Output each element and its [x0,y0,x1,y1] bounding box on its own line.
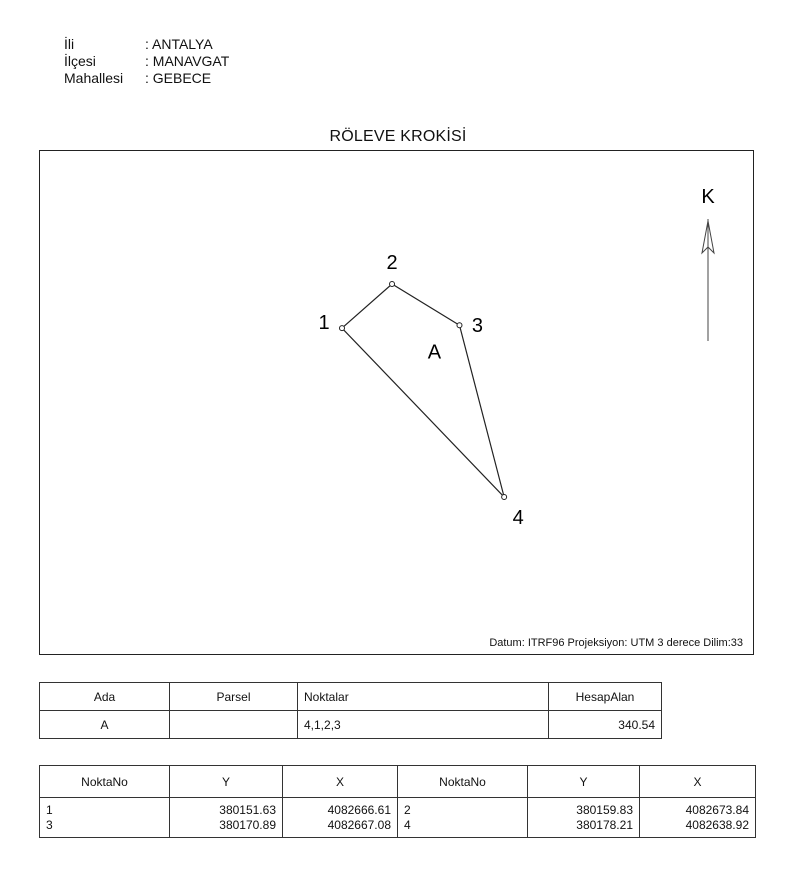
parcel-label: A [428,342,442,364]
survey-point-marker [456,322,463,329]
header-value: : MANAVGAT [145,53,230,69]
point-y: 380159.83 [576,802,633,817]
point-y: 380151.63 [219,802,276,817]
sketch-canvas: K 1 2 3 4 A [318,186,715,529]
point-no: 2 [404,802,411,817]
survey-point-label: 3 [472,315,483,337]
survey-point-label: 1 [318,312,329,334]
cell-y: 380159.83 380178.21 [527,797,640,838]
cell-noktano: 1 3 [39,797,170,838]
north-arrow-head [701,220,715,255]
cell-ada: A [39,710,170,739]
survey-point-label: 2 [386,252,397,274]
point-x: 4082667.08 [327,817,391,832]
cell-x: 4082666.61 4082667.08 [282,797,398,838]
survey-point-label: 4 [513,507,524,529]
point-y: 380170.89 [219,817,276,832]
cell-noktano: 2 4 [397,797,528,838]
table-header-row: Ada Parsel Noktalar HesapAlan [39,682,662,711]
column-header-parsel: Parsel [169,682,298,711]
point-no: 1 [46,802,53,817]
cell-x: 4082673.84 4082638.92 [639,797,756,838]
column-header-y: Y [169,765,283,798]
column-header-y: Y [527,765,640,798]
table-row: A 4,1,2,3 340.54 [39,710,662,739]
datum-note: Datum: ITRF96 Projeksiyon: UTM 3 derece … [489,637,743,649]
column-header-ada: Ada [39,682,170,711]
header-label: İli [64,36,75,52]
parcel-table: Ada Parsel Noktalar HesapAlan A 4,1,2,3 … [39,682,662,739]
point-y: 380178.21 [576,817,633,832]
north-arrow-label: K [701,186,715,208]
header-label: İlçesi [64,53,96,69]
header-value: : ANTALYA [145,36,213,52]
page-title: RÖLEVE KROKİSİ [329,128,467,145]
table-header-row: NoktaNo Y X NoktaNo Y X [39,765,756,798]
column-header-noktano: NoktaNo [39,765,170,798]
point-no: 4 [404,817,411,832]
cell-hesapalan: 340.54 [548,710,662,739]
point-no: 3 [46,817,53,832]
table-row: 1 3 380151.63 380170.89 4082666.61 40826… [39,797,756,838]
survey-point-marker [389,281,396,287]
coordinate-table: NoktaNo Y X NoktaNo Y X 1 3 380151.63 38… [39,765,756,838]
point-x: 4082638.92 [685,817,749,832]
north-arrow: K [701,186,715,341]
cell-noktalar: 4,1,2,3 [297,710,549,739]
point-x: 4082666.61 [327,802,391,817]
column-header-hesapalan: HesapAlan [548,682,662,711]
survey-sketch: K 1 2 3 4 A Datum: ITRF96 Projeksiyon: UTM 3… [39,150,754,655]
header-value: : GEBECE [145,70,212,86]
point-x: 4082673.84 [685,802,749,817]
parcel-drawing: 1 2 3 4 A [318,252,523,529]
survey-point-marker [501,494,508,501]
header-label: Mahallesi [64,70,124,86]
column-header-x: X [639,765,756,798]
cell-y: 380151.63 380170.89 [169,797,283,838]
column-header-x: X [282,765,398,798]
column-header-noktalar: Noktalar [297,682,549,711]
survey-point-marker [339,325,345,332]
column-header-noktano: NoktaNo [397,765,528,798]
cell-parsel [169,710,298,739]
